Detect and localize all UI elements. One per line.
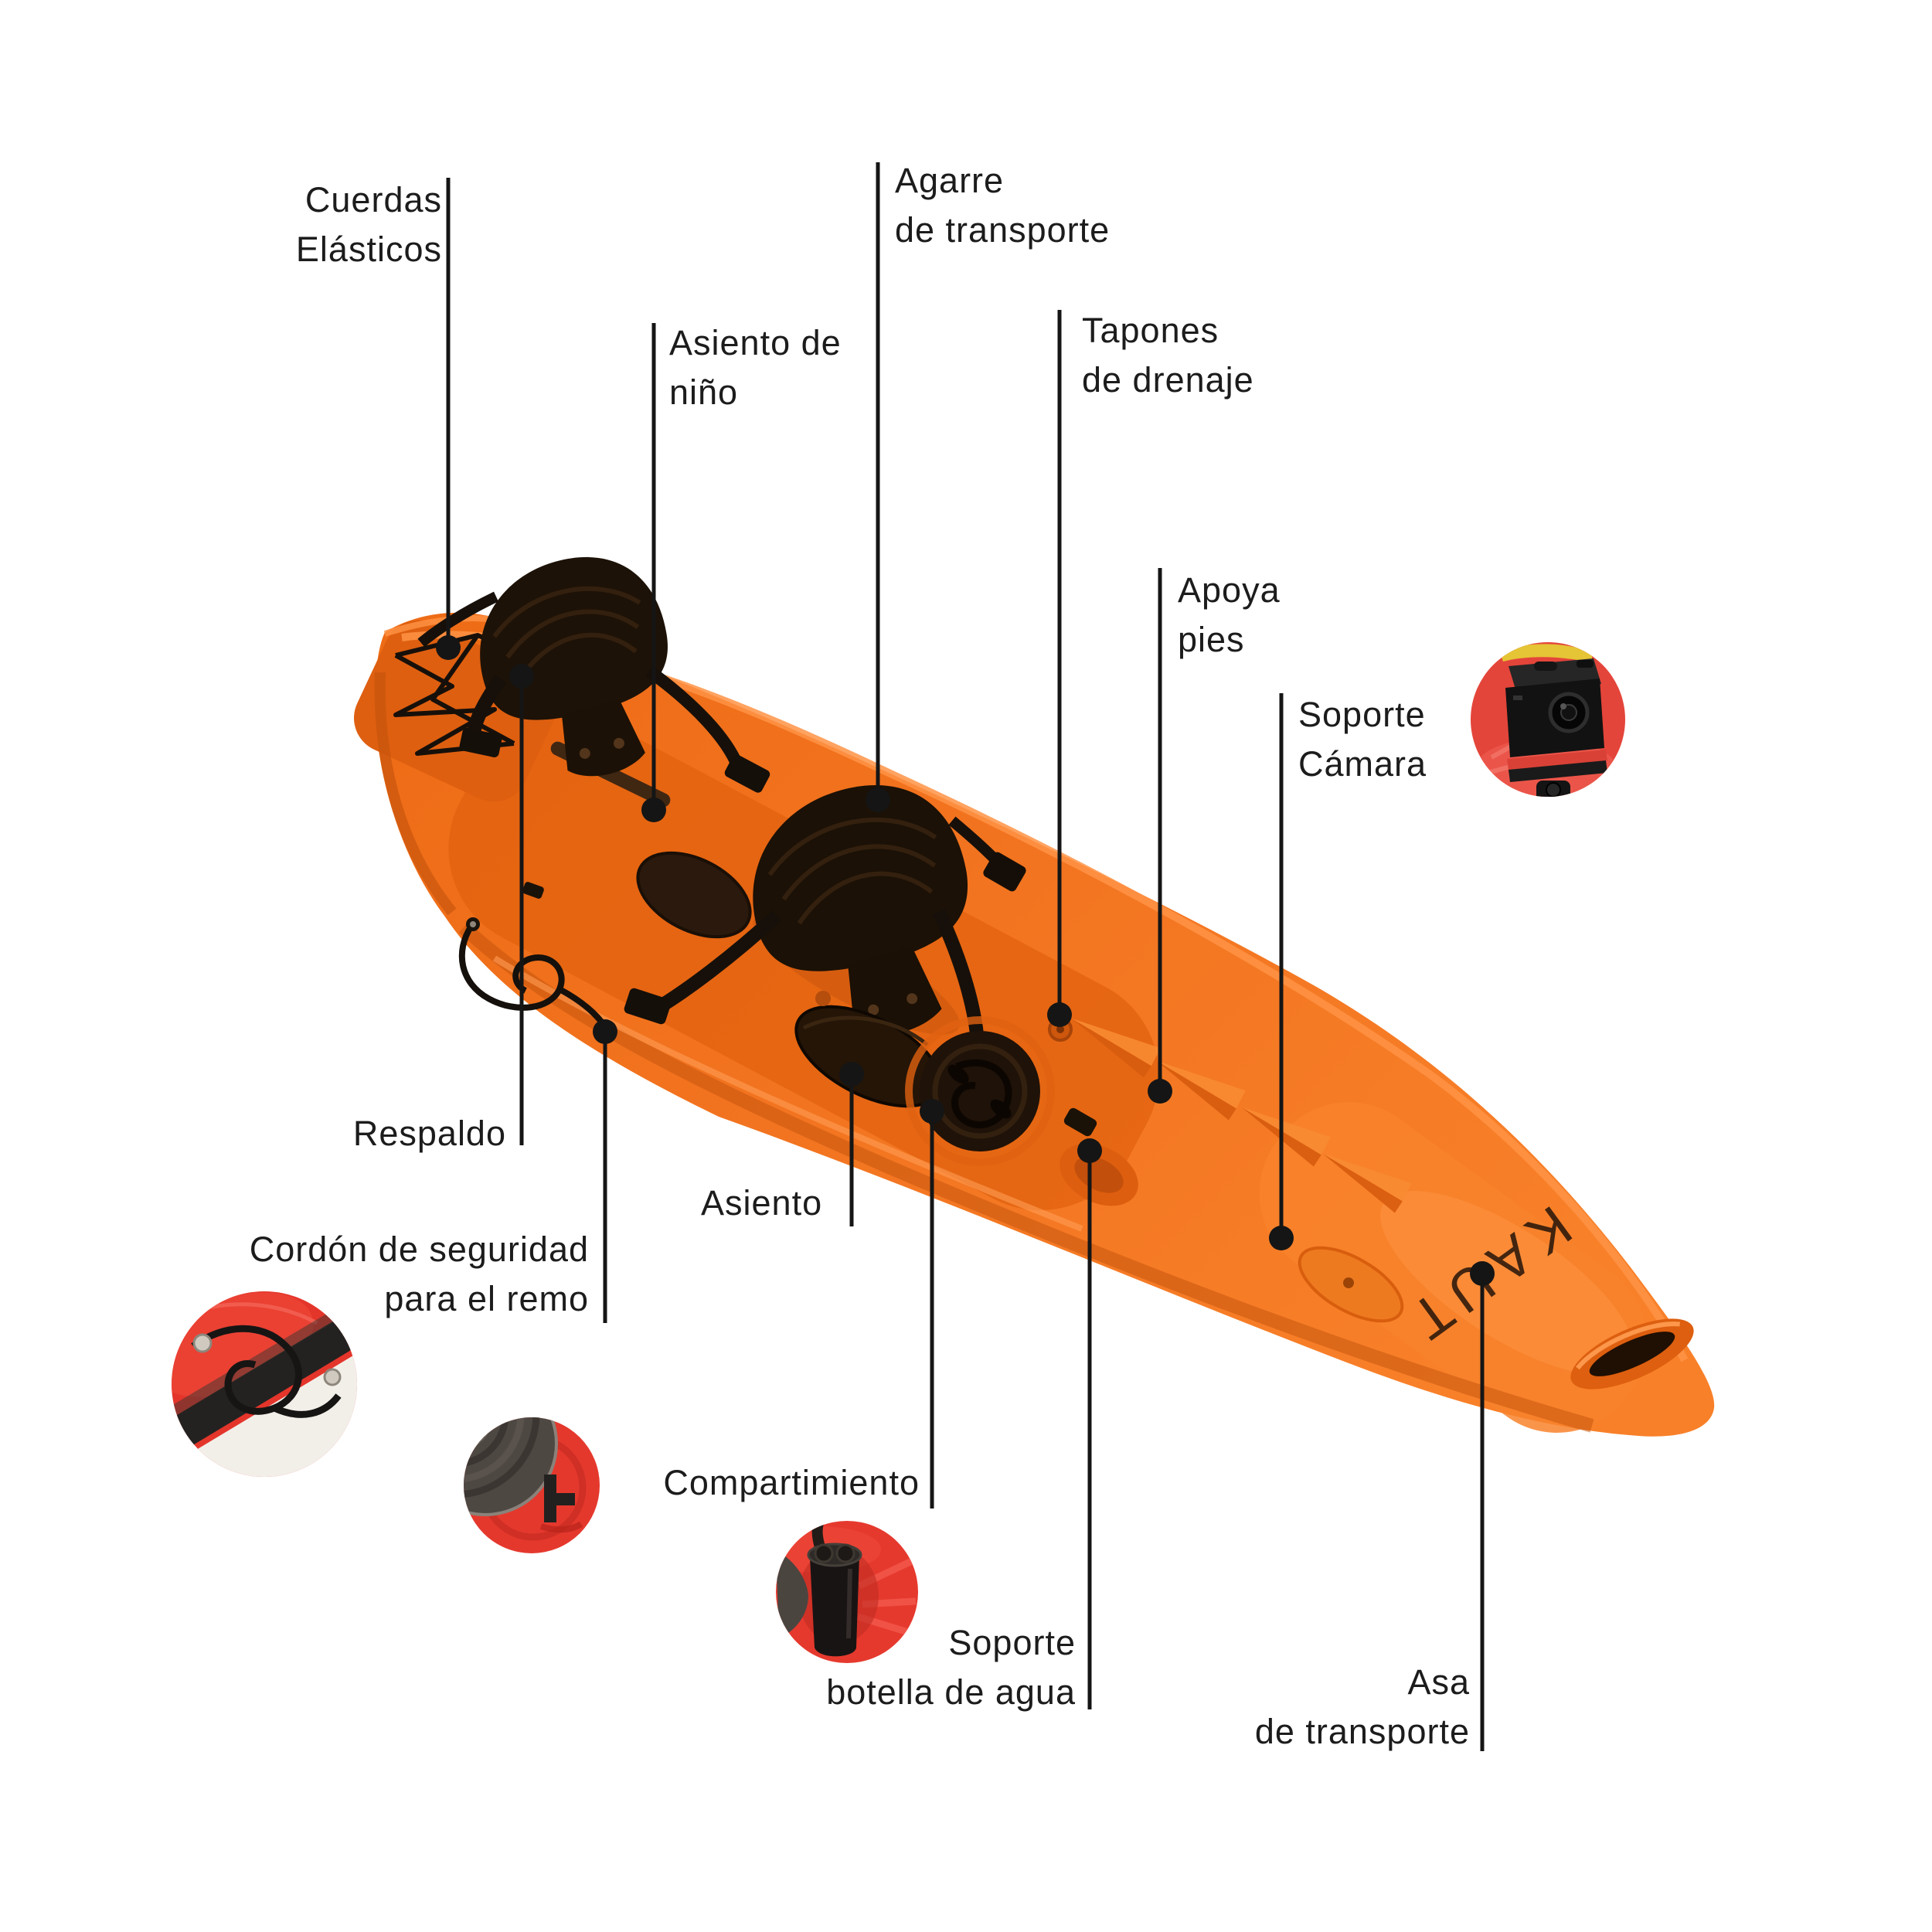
label-asiento-nino: Asiento de niño (669, 318, 842, 417)
label-line: Cámara (1298, 744, 1427, 784)
leader-dot-respaldo (509, 664, 534, 689)
leader-dot-tapones (1047, 1002, 1072, 1027)
label-respaldo: Respaldo (236, 1109, 506, 1158)
label-cordon-seguridad: Cordón de seguridad para el remo (164, 1225, 589, 1324)
label-soporte-botella: Soporte botella de agua (728, 1618, 1076, 1717)
scupper-hole (815, 991, 831, 1006)
rear-seat (624, 784, 1026, 1080)
label-line: Asiento de (669, 323, 842, 362)
rear-seat-strap-hardware (983, 852, 1026, 892)
label-line: de transporte (895, 210, 1111, 250)
label-line: niño (669, 372, 739, 412)
label-line: Soporte (948, 1623, 1076, 1662)
round-spiral-hatch (905, 1016, 1055, 1166)
kayak-bow-deck (1259, 1102, 1647, 1433)
leader-dot-asiento-nino (641, 798, 666, 822)
label-line: Asa (1407, 1662, 1470, 1702)
hatch-compartment-photo-inset (464, 1417, 600, 1553)
label-cuerdas-elasticos: Cuerdas Elásticos (172, 175, 442, 274)
front-seat-buckle-left (459, 728, 502, 757)
leader-dot-cordon (593, 1019, 617, 1044)
leader-dot-botella (1077, 1138, 1102, 1163)
label-line: de transporte (1254, 1712, 1470, 1751)
label-line: Soporte (1298, 695, 1426, 734)
label-line: para el remo (384, 1279, 589, 1318)
leader-lines (446, 162, 1485, 1751)
rear-seat-buckle-left (624, 988, 672, 1025)
label-line: Elásticos (295, 230, 442, 269)
leader-dot-compartimiento (920, 1099, 944, 1124)
label-line: botella de agua (826, 1672, 1076, 1712)
label-agarre-transporte: Agarre de transporte (895, 156, 1110, 255)
leader-dots (436, 635, 1495, 1286)
label-line: Apoya (1178, 570, 1281, 610)
leader-dot-soporte-camara (1269, 1226, 1294, 1250)
leader-dot-asa (1470, 1261, 1495, 1286)
label-compartimiento: Compartimiento (533, 1458, 920, 1508)
bow-glare (1380, 1191, 1634, 1375)
label-line: Cuerdas (304, 180, 442, 219)
label-asa-transporte: Asa de transporte (1161, 1658, 1470, 1757)
leader-dot-apoya-pies (1148, 1079, 1172, 1104)
label-line: Agarre (895, 161, 1005, 200)
label-line: pies (1178, 620, 1245, 659)
label-line: de drenaje (1082, 360, 1254, 400)
rear-seat-strap-left (659, 910, 782, 1011)
leader-dot-agarre (866, 787, 890, 812)
child-seat-pad (636, 851, 752, 939)
label-line: Cordón de seguridad (249, 1230, 589, 1269)
stern-edge-shadow (374, 672, 457, 916)
label-apoya-pies: Apoya pies (1178, 566, 1281, 665)
label-line: Compartimiento (663, 1463, 920, 1502)
bow-carry-handle (1570, 1318, 1694, 1389)
label-line: Tapones (1082, 311, 1219, 350)
label-line: Respaldo (352, 1114, 506, 1153)
label-tapones-drenaje: Tapones de drenaje (1082, 306, 1254, 405)
label-line: Asiento (701, 1183, 823, 1223)
leader-dot-asiento (839, 1062, 864, 1087)
label-asiento: Asiento (701, 1179, 822, 1228)
leader-dot-cuerdas (436, 635, 461, 660)
front-seat-strap-upper (417, 591, 499, 648)
bottle-holder-recess (1060, 1107, 1138, 1206)
label-soporte-camara: Soporte Cámara (1298, 690, 1427, 789)
camera-mount-photo-inset (1471, 642, 1625, 797)
bottle-holder-photo-inset (776, 1521, 918, 1663)
camera-mount-boss (1298, 1246, 1404, 1323)
front-seat-buckle-right (724, 754, 770, 793)
